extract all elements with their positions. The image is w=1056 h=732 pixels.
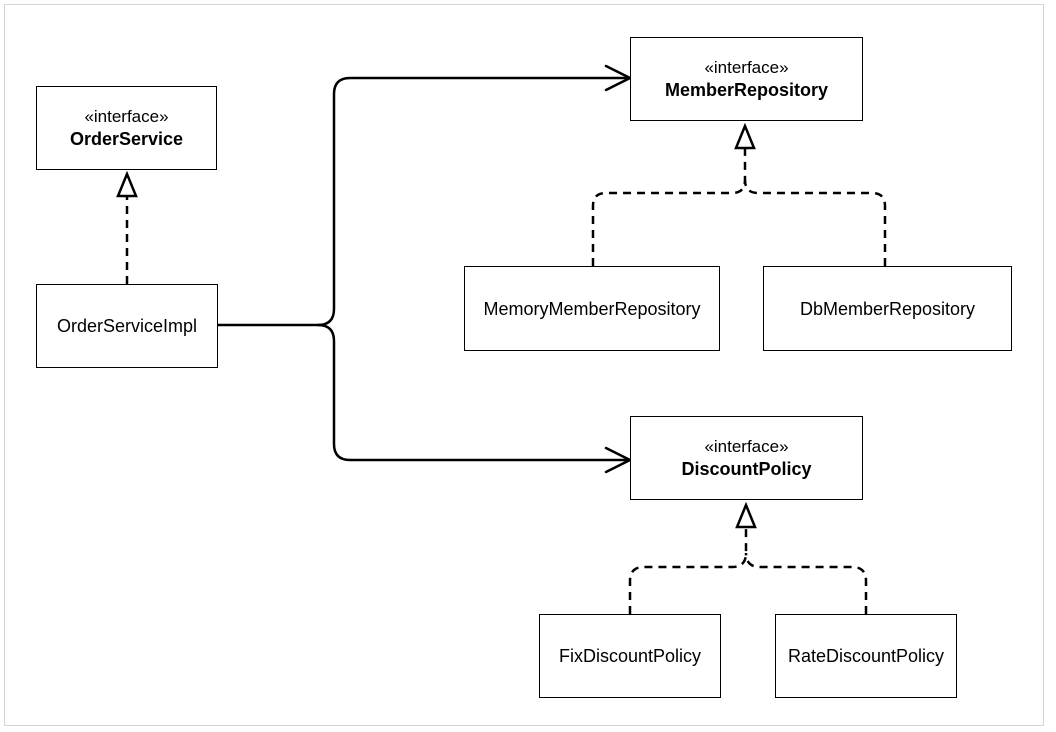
- edge-memorymemberrepository-realizes: [591, 148, 747, 266]
- edge-member-repo-realizations: [591, 148, 887, 266]
- class-name: RateDiscountPolicy: [787, 646, 945, 666]
- edge-discount-policy-realizations: [628, 528, 868, 614]
- interface-name: OrderService: [69, 129, 184, 149]
- interface-name: DiscountPolicy: [681, 459, 812, 479]
- edge-dbmemberrepository-realizes: [743, 179, 887, 266]
- node-memorymemberrepository: MemoryMemberRepository: [464, 266, 720, 351]
- node-memberrepository: «interface» MemberRepository: [630, 37, 863, 121]
- edge-fixdiscountpolicy-realizes: [628, 528, 748, 614]
- edge-orderserviceimpl-realizes-orderservice: [116, 170, 138, 284]
- node-discountpolicy: «interface» DiscountPolicy: [630, 416, 863, 500]
- class-name: DbMemberRepository: [799, 298, 976, 319]
- interface-name: MemberRepository: [664, 80, 829, 100]
- edge-ratediscountpolicy-realizes: [744, 552, 868, 614]
- node-orderservice: «interface» OrderService: [36, 86, 217, 170]
- realization-arrowhead: [116, 170, 138, 198]
- node-fixdiscountpolicy: FixDiscountPolicy: [539, 614, 721, 698]
- edge-to-discountpolicy: [316, 323, 632, 462]
- stereotype-label: «interface»: [704, 437, 789, 456]
- realization-arrowhead: [735, 501, 757, 529]
- stereotype-label: «interface»: [84, 107, 169, 126]
- class-name: MemoryMemberRepository: [483, 298, 701, 319]
- realization-arrowhead: [734, 122, 756, 150]
- stereotype-label: «interface»: [704, 58, 789, 77]
- node-orderserviceimpl: OrderServiceImpl: [36, 284, 218, 368]
- class-name: FixDiscountPolicy: [558, 646, 702, 666]
- node-dbmemberrepository: DbMemberRepository: [763, 266, 1012, 351]
- class-name: OrderServiceImpl: [56, 316, 198, 336]
- node-ratediscountpolicy: RateDiscountPolicy: [775, 614, 957, 698]
- edge-to-memberrepository: [216, 76, 632, 327]
